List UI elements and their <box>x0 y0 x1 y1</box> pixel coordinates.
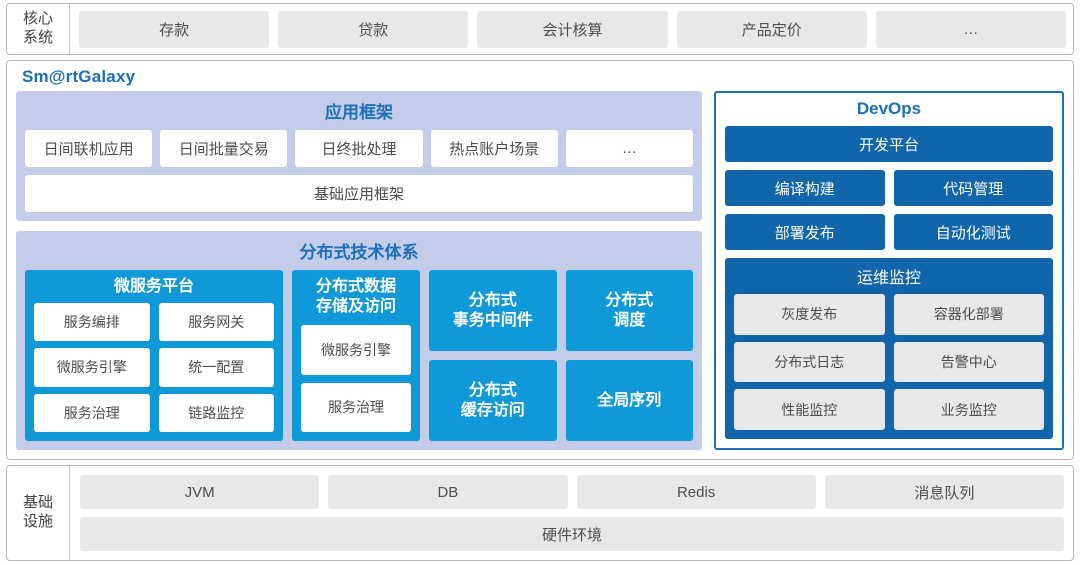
core-system-items: 存款 贷款 会计核算 产品定价 … <box>70 10 1067 48</box>
ops-item-business-monitoring[interactable]: 业务监控 <box>893 389 1044 430</box>
app-item-more[interactable]: … <box>565 130 694 167</box>
app-item-eod-batch[interactable]: 日终批处理 <box>295 130 423 167</box>
infrastructure-label-line1: 基础 <box>22 494 53 512</box>
smartgalaxy-left-column: 应用框架 日间联机应用 日间批量交易 日终批处理 热点账户场景 … 基础应用框架… <box>16 91 702 450</box>
dds-item-service-governance[interactable]: 服务治理 <box>301 382 411 432</box>
infra-item-hardware-environment[interactable]: 硬件环境 <box>80 517 1064 551</box>
ops-monitoring-box: 运维监控 灰度发布 容器化部署 分布式日志 告警中心 性能监控 业务监控 <box>725 258 1053 439</box>
dtm-line2: 事务中间件 <box>452 311 533 329</box>
distributed-cache-access-box[interactable]: 分布式 缓存访问 <box>429 360 557 441</box>
core-system-label-line2: 系统 <box>22 29 53 46</box>
devops-item-compile-build[interactable]: 编译构建 <box>725 170 885 206</box>
devops-row-build: 编译构建 代码管理 <box>725 170 1053 206</box>
infrastructure-band: 基础 设施 JVM DB Redis 消息队列 硬件环境 <box>6 465 1074 561</box>
ms-item-service-governance[interactable]: 服务治理 <box>34 393 150 432</box>
devops-item-automated-test[interactable]: 自动化测试 <box>893 214 1053 250</box>
devops-item-code-management[interactable]: 代码管理 <box>893 170 1053 206</box>
dca-line1: 分布式 <box>468 381 517 399</box>
microservice-platform-items: 服务编排 服务网关 微服务引擎 统一配置 服务治理 链路监控 <box>34 303 274 432</box>
core-system-item-deposit[interactable]: 存款 <box>79 10 270 48</box>
smartgalaxy-right-column: DevOps 开发平台 编译构建 代码管理 部署发布 自动化测试 运维监控 灰度… <box>714 91 1064 450</box>
distributed-technology-grid: 微服务平台 服务编排 服务网关 微服务引擎 统一配置 服务治理 链路监控 <box>25 270 693 441</box>
core-system-item-loan[interactable]: 贷款 <box>278 10 469 48</box>
ds-line2: 调度 <box>613 311 646 329</box>
ms-item-unified-config[interactable]: 统一配置 <box>158 348 274 387</box>
smartgalaxy-title: Sm@rtGalaxy <box>22 67 136 86</box>
core-system-label-line1: 核心 <box>22 10 53 28</box>
core-system-item-pricing[interactable]: 产品定价 <box>676 10 867 48</box>
ops-item-alert-center[interactable]: 告警中心 <box>893 341 1044 383</box>
infrastructure-label: 基础 设施 <box>7 466 70 560</box>
devops-panel: DevOps 开发平台 编译构建 代码管理 部署发布 自动化测试 运维监控 灰度… <box>714 91 1064 450</box>
ms-item-microservice-engine[interactable]: 微服务引擎 <box>34 348 150 387</box>
global-sequence-title: 全局序列 <box>597 391 661 411</box>
ops-monitoring-title: 运维监控 <box>856 270 921 287</box>
core-system-item-accounting[interactable]: 会计核算 <box>477 10 668 48</box>
core-system-label: 核心 系统 <box>7 4 70 54</box>
app-item-daytime-batch[interactable]: 日间批量交易 <box>160 130 288 167</box>
base-application-framework[interactable]: 基础应用框架 <box>25 175 693 212</box>
application-framework-title: 应用框架 <box>325 103 393 122</box>
distributed-scheduling-title: 分布式 调度 <box>605 291 653 331</box>
core-system-item-more[interactable]: … <box>875 10 1067 48</box>
dds-item-microservice-engine[interactable]: 微服务引擎 <box>301 325 411 375</box>
global-sequence-box[interactable]: 全局序列 <box>565 360 693 441</box>
smartgalaxy-body: 应用框架 日间联机应用 日间批量交易 日终批处理 热点账户场景 … 基础应用框架… <box>16 91 1064 450</box>
smartgalaxy-panel: Sm@rtGalaxy 应用框架 日间联机应用 日间批量交易 日终批处理 热点账… <box>6 60 1074 460</box>
app-item-hot-account[interactable]: 热点账户场景 <box>430 130 558 167</box>
ops-item-performance-monitoring[interactable]: 性能监控 <box>734 389 885 430</box>
infra-item-redis[interactable]: Redis <box>576 475 816 509</box>
distributed-column-transaction: 分布式 事务中间件 分布式 缓存访问 <box>429 270 557 441</box>
distributed-transaction-middleware-box[interactable]: 分布式 事务中间件 <box>429 270 557 351</box>
ops-item-gray-release[interactable]: 灰度发布 <box>734 294 885 335</box>
distributed-technology-title: 分布式技术体系 <box>299 243 419 262</box>
infrastructure-content: JVM DB Redis 消息队列 硬件环境 <box>70 475 1064 551</box>
infrastructure-items: JVM DB Redis 消息队列 <box>80 475 1064 509</box>
core-system-band: 核心 系统 存款 贷款 会计核算 产品定价 … <box>6 3 1074 55</box>
ops-monitoring-items: 灰度发布 容器化部署 分布式日志 告警中心 性能监控 业务监控 <box>734 294 1044 430</box>
dca-line2: 缓存访问 <box>460 401 525 419</box>
dds-title-line1: 分布式数据 <box>315 278 396 295</box>
distributed-data-storage-box: 分布式数据 存储及访问 微服务引擎 服务治理 <box>292 270 420 441</box>
application-framework-items: 日间联机应用 日间批量交易 日终批处理 热点账户场景 … <box>25 130 694 167</box>
devops-row-deploy: 部署发布 自动化测试 <box>725 214 1053 250</box>
devops-title: DevOps <box>856 99 922 118</box>
ms-item-trace-monitoring[interactable]: 链路监控 <box>158 393 274 432</box>
infra-item-jvm[interactable]: JVM <box>80 475 320 509</box>
infra-item-db[interactable]: DB <box>328 475 568 509</box>
infrastructure-label-line2: 设施 <box>22 513 53 530</box>
infra-item-message-queue[interactable]: 消息队列 <box>824 475 1064 509</box>
app-item-daytime-online[interactable]: 日间联机应用 <box>25 130 153 167</box>
devops-dev-platform[interactable]: 开发平台 <box>725 126 1053 162</box>
ops-item-container-deploy[interactable]: 容器化部署 <box>893 294 1044 335</box>
application-framework-panel: 应用框架 日间联机应用 日间批量交易 日终批处理 热点账户场景 … 基础应用框架 <box>16 91 702 221</box>
distributed-data-storage-items: 微服务引擎 服务治理 <box>301 325 411 432</box>
ms-item-service-orchestration[interactable]: 服务编排 <box>34 303 150 342</box>
devops-item-deploy-release[interactable]: 部署发布 <box>725 214 885 250</box>
distributed-cache-access-title: 分布式 缓存访问 <box>461 381 525 421</box>
distributed-scheduling-box[interactable]: 分布式 调度 <box>565 270 693 351</box>
ms-item-service-gateway[interactable]: 服务网关 <box>158 303 274 342</box>
distributed-technology-panel: 分布式技术体系 微服务平台 服务编排 服务网关 微服务引擎 统一配置 服务治理 … <box>16 231 702 450</box>
microservice-platform-box: 微服务平台 服务编排 服务网关 微服务引擎 统一配置 服务治理 链路监控 <box>25 270 283 441</box>
gs-line1: 全局序列 <box>597 391 662 409</box>
dds-title-line2: 存储及访问 <box>315 298 396 315</box>
distributed-data-storage-title: 分布式数据 存储及访问 <box>301 277 411 317</box>
ops-item-distributed-log[interactable]: 分布式日志 <box>734 341 885 383</box>
distributed-column-scheduling: 分布式 调度 全局序列 <box>565 270 693 441</box>
ds-line1: 分布式 <box>605 291 654 309</box>
dtm-line1: 分布式 <box>468 291 517 309</box>
microservice-platform-title: 微服务平台 <box>113 278 194 295</box>
distributed-transaction-middleware-title: 分布式 事务中间件 <box>453 291 533 331</box>
